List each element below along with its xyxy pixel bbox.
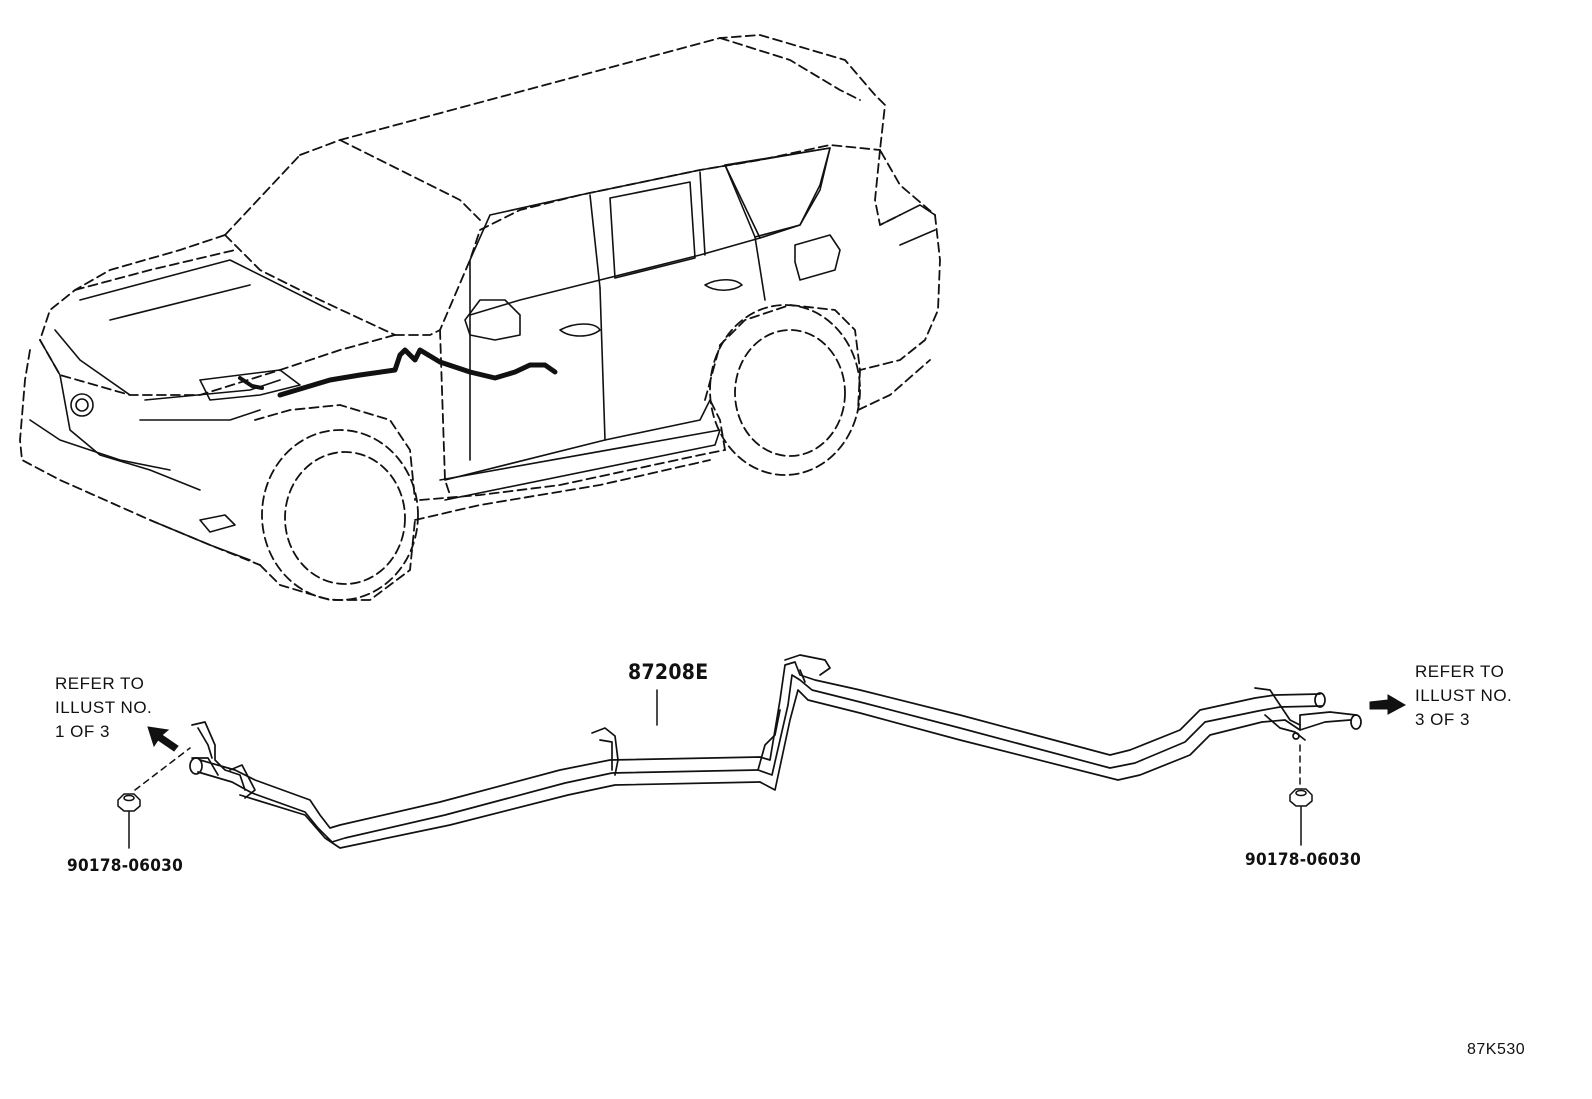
nut-left [117, 793, 141, 849]
refer-left-line-1: REFER TO [55, 674, 145, 693]
diagram-code: 87K530 [1467, 1041, 1526, 1058]
vehicle-details [29, 147, 936, 561]
vehicle-hose-highlight [238, 347, 558, 398]
refer-right-line-3: 3 OF 3 [1415, 710, 1470, 729]
arrow-right-icon [1369, 694, 1407, 715]
arrow-up-left-icon [147, 726, 179, 752]
dashed-leader-left [134, 747, 191, 791]
hose-assembly [189, 654, 1362, 849]
part-label-fastener-right: 90178-06030 [1245, 850, 1362, 870]
part-label-87208e: 87208E [628, 660, 709, 684]
refer-left-line-2: ILLUST NO. [55, 698, 153, 717]
refer-right-line-1: REFER TO [1415, 662, 1505, 681]
part-label-fastener-left: 90178-06030 [67, 856, 184, 876]
refer-left-line-3: 1 OF 3 [55, 722, 110, 741]
refer-note-right: REFER TO ILLUST NO. 3 OF 3 [1415, 660, 1512, 732]
refer-note-left: REFER TO ILLUST NO. 1 OF 3 [55, 672, 152, 744]
refer-right-line-2: ILLUST NO. [1415, 686, 1513, 705]
vehicle-illustration [19, 34, 941, 601]
nut-right [1289, 788, 1313, 846]
